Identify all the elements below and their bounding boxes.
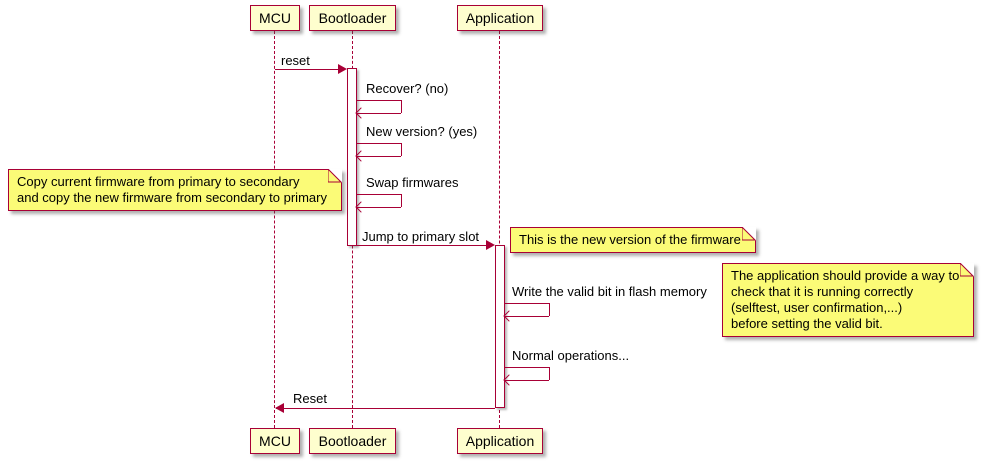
message-swap-line-top [357, 194, 401, 195]
message-swap-arrowhead [355, 201, 367, 213]
participant-mcu-top: MCU [250, 5, 300, 31]
note-fold-icon [960, 263, 975, 277]
participant-label: MCU [259, 433, 291, 449]
note-new-firmware-version: This is the new version of the firmware [510, 227, 756, 253]
message-normalops-line-top [505, 367, 549, 368]
message-normalops-arrowhead [503, 374, 515, 386]
message-validbit-line-bottom [505, 316, 549, 317]
message-normalops-label: Normal operations... [512, 348, 630, 363]
participant-mcu-bottom: MCU [250, 428, 300, 454]
participant-bootloader-top: Bootloader [309, 5, 396, 31]
message-validbit-label: Write the valid bit in flash memory [512, 284, 707, 299]
message-reset2-arrowhead [275, 403, 284, 413]
participant-label: Application [465, 10, 535, 26]
message-recover-line-top [357, 100, 401, 101]
message-swap-line-right [401, 194, 402, 207]
lifeline-application [499, 31, 500, 428]
message-validbit-line-right [549, 303, 550, 316]
lifeline-mcu [274, 31, 275, 428]
message-newversion-line-bottom [357, 156, 401, 157]
message-newversion-line-top [357, 143, 401, 144]
message-reset2-line [276, 408, 495, 409]
message-newversion-label: New version? (yes) [366, 124, 478, 139]
message-reset2-label: Reset [293, 391, 327, 406]
participant-bootloader-bottom: Bootloader [309, 428, 396, 454]
message-jump-line [357, 245, 487, 246]
participant-label: MCU [259, 10, 291, 26]
participant-label: Bootloader [318, 433, 387, 449]
message-swap-label: Swap firmwares [366, 175, 459, 190]
message-recover-label: Recover? (no) [366, 81, 449, 96]
message-newversion-arrowhead [355, 150, 367, 162]
message-jump-arrowhead [486, 240, 495, 250]
message-reset-label: reset [281, 53, 310, 68]
message-validbit-arrowhead [503, 310, 515, 322]
message-reset-line [275, 69, 339, 70]
message-swap-line-bottom [357, 207, 401, 208]
note-text: Copy current firmware from primary to se… [17, 174, 327, 205]
message-normalops-line-bottom [505, 380, 549, 381]
message-reset-arrowhead [338, 64, 347, 74]
participant-label: Application [465, 433, 535, 449]
message-normalops-line-right [549, 367, 550, 380]
message-recover-line-bottom [357, 113, 401, 114]
note-valid-bit-advice: The application should provide a way to … [722, 263, 975, 337]
note-copy-firmware: Copy current firmware from primary to se… [8, 169, 342, 211]
message-newversion-line-right [401, 143, 402, 156]
note-text: This is the new version of the firmware [519, 232, 741, 247]
activation-application [495, 245, 505, 408]
message-recover-line-right [401, 100, 402, 113]
participant-label: Bootloader [318, 10, 387, 26]
message-jump-label: Jump to primary slot [362, 229, 480, 244]
participant-application-top: Application [457, 5, 543, 31]
message-validbit-line-top [505, 303, 549, 304]
activation-bootloader [347, 68, 357, 246]
message-recover-arrowhead [355, 107, 367, 119]
note-fold-icon [741, 227, 756, 241]
note-fold-icon [327, 169, 342, 183]
note-text: The application should provide a way to … [731, 268, 960, 331]
participant-application-bottom: Application [457, 428, 543, 454]
